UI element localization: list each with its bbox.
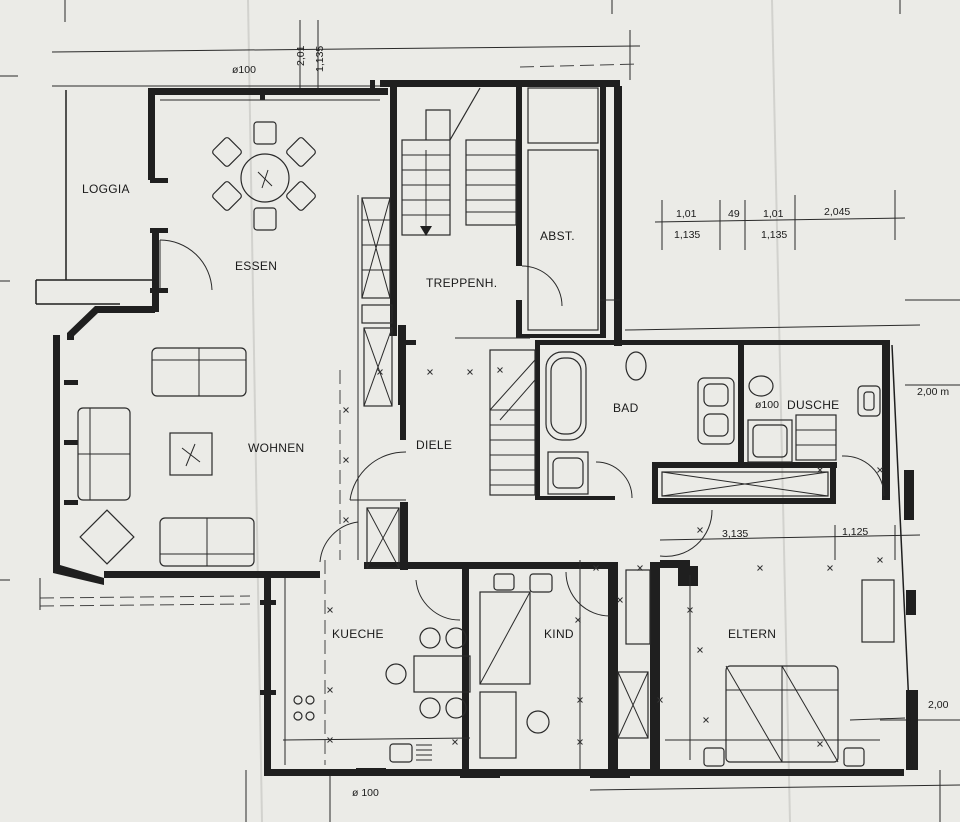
dim-label: 49 <box>728 208 740 220</box>
outlet-marker <box>817 467 823 473</box>
outlet-marker <box>757 565 763 571</box>
room-label-loggia: LOGGIA <box>82 182 130 196</box>
outlet-marker <box>575 617 581 623</box>
dimension-labels: 2,01 1,135 ø100 1,01 49 1,01 2,045 1,135… <box>232 45 949 799</box>
dim-label: ø100 <box>232 64 256 76</box>
outlet-marker <box>637 565 643 571</box>
room-label-kueche: KUECHE <box>332 627 384 641</box>
inner-lines <box>160 99 906 770</box>
room-label-diele: DIELE <box>416 438 452 452</box>
kid-room-furniture <box>479 569 651 759</box>
room-labels: LOGGIA ESSEN WOHNEN TREPPENH. ABST. DIEL… <box>82 182 839 641</box>
outlet-marker <box>467 369 473 375</box>
outlet-marker <box>577 697 583 703</box>
dim-label: 1,135 <box>674 229 700 241</box>
stairs-treppenhaus <box>401 87 517 236</box>
outlet-marker <box>327 607 333 613</box>
room-label-dusche: DUSCHE <box>787 398 839 412</box>
wardrobe <box>361 197 400 569</box>
paper-crease <box>771 0 791 822</box>
dim-label: ø100 <box>755 399 779 411</box>
room-label-wohnen: WOHNEN <box>248 441 304 455</box>
outlet-marker <box>452 739 458 745</box>
outlet-marker <box>697 527 703 533</box>
living-room-furniture <box>77 347 255 567</box>
stairs-diele <box>489 349 536 496</box>
electrical-markers <box>327 367 883 747</box>
outlet-marker <box>687 607 693 613</box>
outlet-marker <box>343 407 349 413</box>
dim-label: 3,135 <box>722 528 748 540</box>
kitchen-furniture <box>293 627 471 763</box>
dim-label: 2,00 m <box>917 386 949 398</box>
outlet-marker <box>343 457 349 463</box>
outlet-marker <box>427 369 433 375</box>
room-label-essen: ESSEN <box>235 259 277 273</box>
room-label-eltern: ELTERN <box>728 627 776 641</box>
outlet-marker <box>817 741 823 747</box>
window-marks <box>64 80 416 695</box>
outlet-marker <box>617 597 623 603</box>
dim-label: 1,01 <box>676 208 697 220</box>
dim-label: 2,045 <box>824 206 850 218</box>
walls <box>35 80 918 778</box>
bathroom-fixtures <box>545 351 881 497</box>
outlet-marker <box>827 565 833 571</box>
stair-direction-arrow <box>420 226 432 236</box>
parents-room-furniture <box>703 579 895 767</box>
outlet-marker <box>327 687 333 693</box>
dim-label: 1,01 <box>763 208 784 220</box>
outlet-marker <box>877 557 883 563</box>
outlet-marker <box>377 369 383 375</box>
outlet-marker <box>877 467 883 473</box>
dim-label: 1,125 <box>842 526 868 538</box>
abstell-shelves <box>521 87 599 331</box>
dim-label: 1,135 <box>314 46 326 72</box>
outlet-marker <box>327 737 333 743</box>
outlet-marker <box>593 565 599 571</box>
dim-label: 2,01 <box>295 45 307 66</box>
dim-label: ø 100 <box>352 787 379 799</box>
dim-label: 2,00 <box>928 699 949 711</box>
paper-crease <box>247 0 263 822</box>
outlet-marker <box>697 647 703 653</box>
room-label-kind: KIND <box>544 627 574 641</box>
outlet-marker <box>343 517 349 523</box>
doors <box>159 239 885 621</box>
room-label-bad: BAD <box>613 401 639 415</box>
outlet-marker <box>577 739 583 745</box>
dining-table-set <box>212 121 316 231</box>
room-label-abstell: ABST. <box>540 229 575 243</box>
dim-label: 1,135 <box>761 229 787 241</box>
room-label-treppenhaus: TREPPENH. <box>426 276 497 290</box>
outlet-marker <box>703 717 709 723</box>
outlet-marker <box>497 367 503 373</box>
outlet-marker <box>657 697 663 703</box>
